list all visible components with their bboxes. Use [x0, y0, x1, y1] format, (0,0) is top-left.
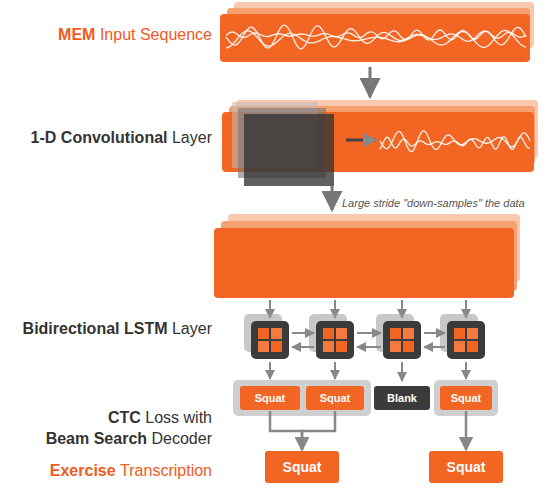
token-box: Squat [240, 386, 300, 410]
lstm-cells [244, 314, 485, 359]
token-box: Squat [306, 386, 364, 410]
layer-name: Input Sequence [100, 26, 212, 43]
layer-name: 1-D Convolutional [31, 129, 168, 146]
signal-wave [380, 131, 530, 152]
layer-name: Decoder [152, 430, 212, 447]
layer-label: 1-D ConvolutionalLayer [31, 128, 212, 148]
layer-label: Beam Search Decoder [46, 429, 212, 449]
ctc-groups [233, 380, 498, 416]
blank-token-box: Blank [374, 386, 430, 410]
cell-output-arrows [270, 362, 466, 381]
layer-label: Bidirectional LSTMLayer [23, 319, 212, 339]
layer-name: Beam Search [46, 430, 147, 447]
layer-label: CTCLoss with [108, 408, 212, 428]
node-text: Blank [387, 392, 417, 404]
layer-name: Exercise [50, 462, 116, 479]
layer-name: Loss with [145, 409, 212, 426]
node-text: Squat [447, 459, 486, 475]
node-text: Squat [320, 392, 351, 404]
signal-waves [226, 25, 530, 151]
layer-name: MEM [58, 26, 95, 43]
layer-name: CTC [108, 409, 141, 426]
node-text: Squat [255, 392, 286, 404]
lstm-layer-stack [214, 214, 520, 298]
token-box: Squat [440, 386, 492, 410]
layer-name: Layer [172, 129, 212, 146]
flow-arrow [369, 67, 372, 97]
annotation: Large stride "down-samples" the data [342, 197, 525, 209]
layer-name: Bidirectional LSTM [23, 320, 168, 337]
layer-label: MEM Input Sequence [58, 25, 212, 45]
flow-connector [270, 411, 302, 450]
output-box: Squat [429, 451, 503, 483]
layer-label: ExerciseTranscription [50, 461, 212, 481]
annotation-text: Large stride "down-samples" the data [342, 197, 525, 209]
node-text: Squat [283, 459, 322, 475]
lstm-arrows [270, 300, 466, 318]
output-box: Squat [265, 451, 339, 483]
flow-connector [302, 411, 335, 450]
input-sequence-stack [220, 2, 534, 62]
flow-connector [465, 411, 468, 450]
signal-wave [226, 25, 526, 49]
signal-wave [226, 30, 526, 40]
layer-name: Transcription [120, 462, 212, 479]
bidirectional-arrows [292, 333, 445, 347]
signal-wave [226, 30, 526, 47]
flow-arrow [331, 186, 334, 210]
layer-name: Layer [172, 320, 212, 337]
conv-layer-stack [222, 100, 538, 186]
signal-wave [380, 137, 530, 150]
node-text: Squat [451, 392, 482, 404]
